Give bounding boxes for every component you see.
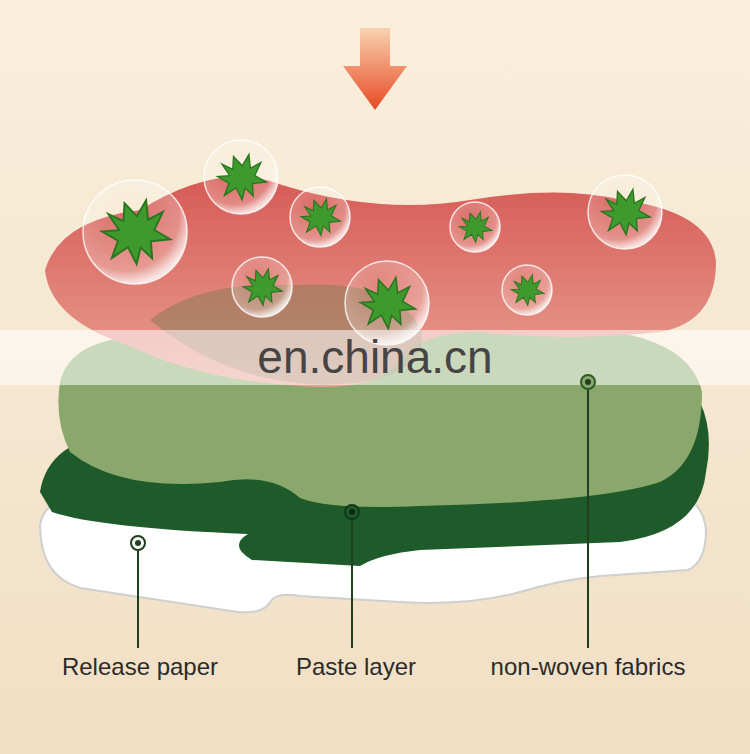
bubble <box>83 180 187 284</box>
leader-line <box>137 549 139 648</box>
bubble <box>204 140 278 214</box>
bubble <box>502 265 552 315</box>
herb-bubble <box>290 187 350 247</box>
herb-bubble <box>588 175 662 249</box>
herb-leaf <box>239 264 286 310</box>
herb-bubbles <box>83 140 662 345</box>
part-label: non-woven fabrics <box>491 653 686 681</box>
herb-bubble <box>83 180 187 284</box>
leader-dot <box>349 509 355 515</box>
part-label: Paste layer <box>296 653 416 681</box>
watermark-band <box>0 330 750 385</box>
leader-dots <box>131 375 595 550</box>
herb-bubble <box>450 202 500 252</box>
herb-bubble <box>232 257 292 317</box>
leader-line <box>587 388 589 648</box>
bubble <box>290 187 350 247</box>
herb-leaf <box>597 183 655 240</box>
leader-dot <box>345 505 359 519</box>
bubble <box>450 202 500 252</box>
leader-lines <box>138 388 588 648</box>
bubble <box>232 257 292 317</box>
leader-dot <box>585 379 591 385</box>
herb-bubble <box>204 140 278 214</box>
herb-leaf <box>96 192 177 272</box>
watermark: en.china.cn <box>257 330 492 384</box>
leader-line <box>351 518 353 648</box>
herb-leaf <box>213 148 271 205</box>
down-arrow <box>343 28 407 110</box>
herb-leaf <box>355 271 420 335</box>
herb-leaf <box>508 271 547 309</box>
herb-leaf <box>297 194 344 240</box>
herb-leaf <box>456 208 495 246</box>
bubble <box>588 175 662 249</box>
part-label: Release paper <box>62 653 218 681</box>
herb-bubble <box>502 265 552 315</box>
leader-dot <box>131 536 145 550</box>
leader-dot <box>581 375 595 389</box>
leader-dot <box>135 540 141 546</box>
